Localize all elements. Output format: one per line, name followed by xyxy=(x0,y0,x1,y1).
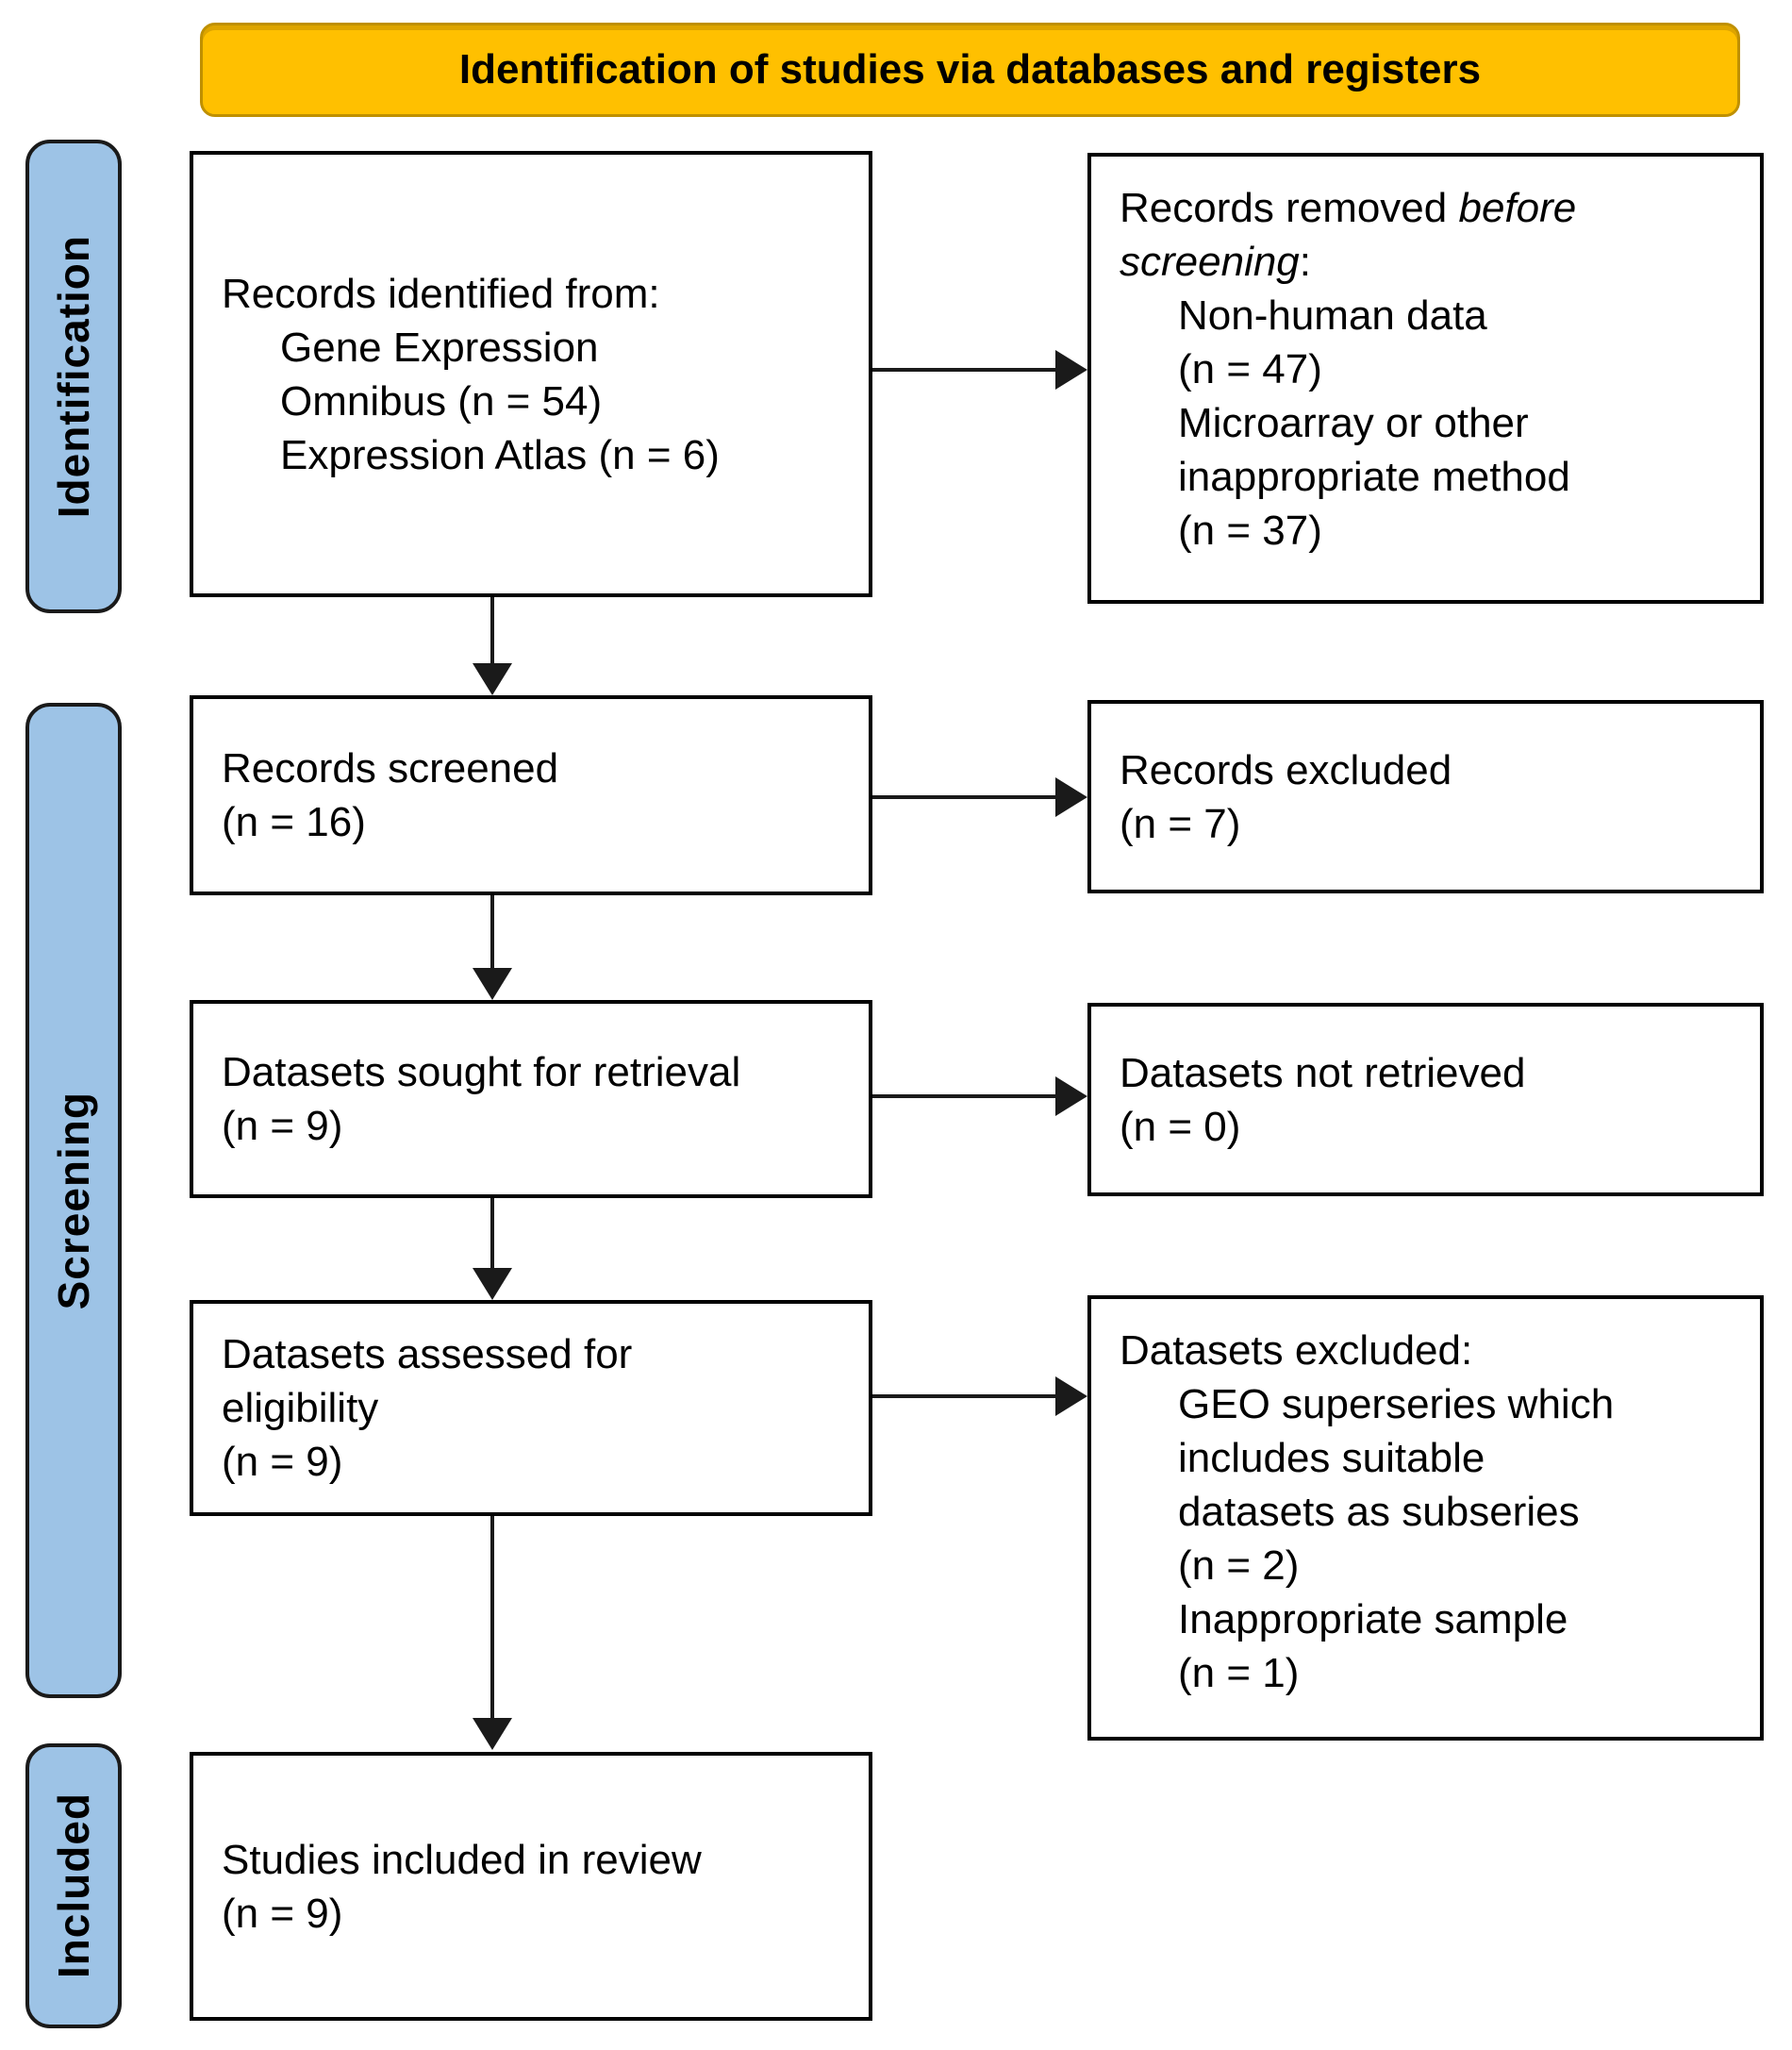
text-line: Omnibus (n = 54) xyxy=(280,377,603,425)
arrow-head-screened-to-excluded xyxy=(1055,777,1087,817)
text-line: (n = 0) xyxy=(1120,1103,1241,1150)
text-line: Datasets sought for retrieval xyxy=(222,1049,741,1095)
text-line: Datasets assessed for xyxy=(222,1331,633,1377)
arrow-line-identified-to-removed xyxy=(872,368,1055,372)
text-line: Records identified from: xyxy=(222,270,660,317)
text-line: screening: xyxy=(1120,239,1312,285)
text-line: Studies included in review xyxy=(222,1836,702,1883)
box-records-removed: Records removed before screening: Non-huma… xyxy=(1087,153,1764,604)
text-line: Inappropriate sample xyxy=(1178,1596,1568,1642)
stage-label-included: Included xyxy=(49,1792,98,1979)
banner-identification-via-databases: Identification of studies via databases … xyxy=(200,23,1740,117)
box-studies-included: Studies included in review (n = 9) xyxy=(190,1752,872,2021)
arrow-head-sought-to-not-retrieved xyxy=(1055,1076,1087,1116)
text-line: Records removed before xyxy=(1120,185,1577,231)
stage-label-identification: Identification xyxy=(49,234,98,519)
box-records-excluded: Records excluded (n = 7) xyxy=(1087,700,1764,893)
text-line: Datasets excluded: xyxy=(1120,1327,1473,1374)
box-datasets-sought: Datasets sought for retrieval (n = 9) xyxy=(190,1000,872,1198)
text-line: (n = 1) xyxy=(1178,1650,1300,1696)
text-line: Gene Expression xyxy=(280,324,599,371)
box-datasets-assessed: Datasets assessed for eligibility (n = 9) xyxy=(190,1300,872,1516)
arrow-head-assessed-to-included xyxy=(473,1718,512,1750)
text-line: Expression Atlas (n = 6) xyxy=(280,431,720,478)
text-line: eligibility xyxy=(222,1385,379,1431)
arrow-line-screened-to-sought xyxy=(490,895,494,968)
arrow-line-assessed-to-included xyxy=(490,1516,494,1718)
text-line: inappropriate method xyxy=(1178,454,1570,500)
stage-tab-included: Included xyxy=(25,1743,122,2028)
arrow-line-sought-to-assessed xyxy=(490,1198,494,1268)
arrow-line-assessed-to-datasets-excluded xyxy=(872,1394,1055,1398)
text-line: (n = 7) xyxy=(1120,800,1241,847)
text-line: Datasets not retrieved xyxy=(1120,1049,1526,1096)
banner-label: Identification of studies via databases … xyxy=(458,46,1482,92)
text-line: datasets as subseries xyxy=(1178,1489,1580,1535)
arrow-line-sought-to-not-retrieved xyxy=(872,1094,1055,1098)
text-line: (n = 16) xyxy=(222,799,366,845)
arrow-head-assessed-to-datasets-excluded xyxy=(1055,1376,1087,1416)
text-line: (n = 9) xyxy=(222,1890,343,1937)
box-datasets-excluded: Datasets excluded: GEO superseries which i… xyxy=(1087,1295,1764,1741)
stage-label-screening: Screening xyxy=(49,1091,98,1310)
text-line: Records screened xyxy=(222,745,559,792)
box-datasets-not-retrieved: Datasets not retrieved (n = 0) xyxy=(1087,1003,1764,1196)
arrow-head-sought-to-assessed xyxy=(473,1268,512,1300)
text-line: Records excluded xyxy=(1120,746,1452,793)
stage-tab-identification: Identification xyxy=(25,140,122,613)
text-line: includes suitable xyxy=(1178,1435,1485,1481)
text-line: (n = 47) xyxy=(1178,346,1322,392)
box-records-screened: Records screened (n = 16) xyxy=(190,695,872,895)
text-line: GEO superseries which xyxy=(1178,1381,1615,1427)
arrow-head-identified-to-removed xyxy=(1055,350,1087,390)
text-line: (n = 9) xyxy=(222,1103,343,1149)
text-line: (n = 2) xyxy=(1178,1542,1300,1589)
arrow-line-screened-to-excluded xyxy=(872,795,1055,799)
text-line: (n = 9) xyxy=(222,1439,343,1485)
text-line: (n = 37) xyxy=(1178,508,1322,554)
arrow-line-identified-to-screened xyxy=(490,597,494,667)
arrow-head-screened-to-sought xyxy=(473,968,512,1000)
text-line: Non-human data xyxy=(1178,292,1487,339)
text-line: Microarray or other xyxy=(1178,400,1529,446)
stage-tab-screening: Screening xyxy=(25,703,122,1698)
arrow-head-identified-to-screened xyxy=(473,663,512,695)
